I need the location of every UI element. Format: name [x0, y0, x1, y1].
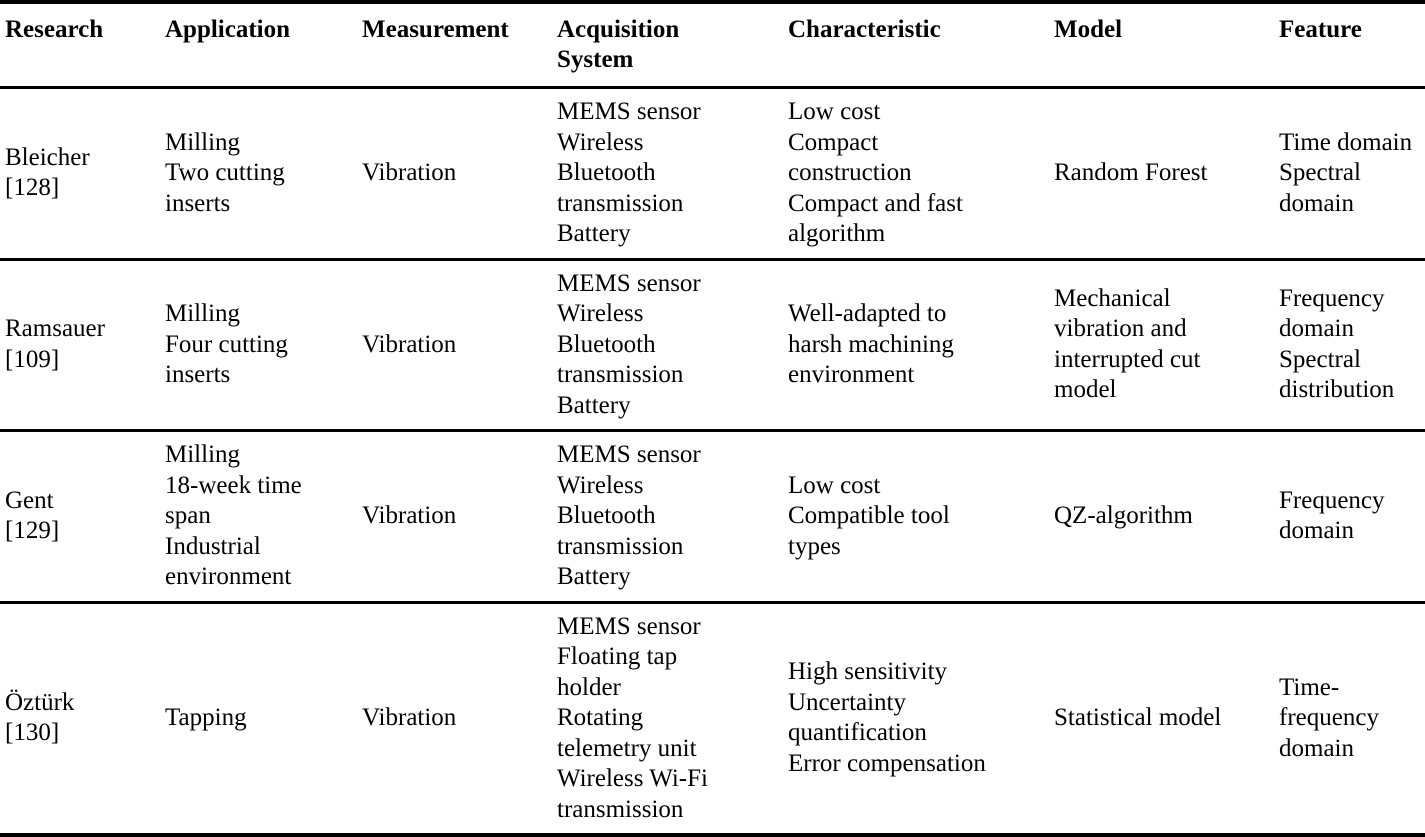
cell-research: Bleicher [128]: [0, 87, 160, 261]
cell-feature: Frequency domain Spectral distribution: [1276, 259, 1425, 432]
table-header: Research Application Measurement Acquisi…: [0, 0, 1425, 89]
column-header-acquisition-system-label: Acquisition System: [557, 16, 680, 73]
table-header-row: Research Application Measurement Acquisi…: [0, 0, 1425, 89]
column-header-application-label: Application: [165, 16, 291, 43]
cell-application: Milling Two cutting inserts: [160, 87, 357, 261]
cell-acquisition-system: MEMS sensor Wireless Bluetooth transmiss…: [554, 87, 784, 261]
cell-application: Tapping: [160, 602, 357, 837]
cell-feature: Time domain Spectral domain: [1276, 87, 1425, 261]
cell-measurement: Vibration: [357, 87, 554, 261]
cell-characteristic: Well-adapted to harsh machining environm…: [784, 259, 1050, 432]
column-header-model: Model: [1050, 0, 1276, 89]
cell-feature: Time- frequency domain: [1276, 602, 1425, 837]
cell-model: QZ-algorithm: [1050, 430, 1276, 604]
column-header-characteristic: Characteristic: [784, 0, 1050, 89]
column-header-model-label: Model: [1054, 16, 1123, 43]
cell-characteristic: High sensitivity Uncertainty quantificat…: [784, 602, 1050, 837]
cell-research: Gent [129]: [0, 430, 160, 604]
cell-acquisition-system: MEMS sensor Wireless Bluetooth transmiss…: [554, 430, 784, 604]
table-row: Öztürk [130] Tapping Vibration MEMS sens…: [0, 602, 1425, 837]
column-header-measurement-label: Measurement: [362, 16, 509, 43]
cell-feature: Frequency domain: [1276, 430, 1425, 604]
cell-measurement: Vibration: [357, 259, 554, 432]
cell-acquisition-system: MEMS sensor Wireless Bluetooth transmiss…: [554, 259, 784, 432]
table-row: Gent [129] Milling 18-week time span Ind…: [0, 430, 1425, 604]
column-header-feature-label: Feature: [1279, 16, 1362, 43]
cell-application: Milling Four cutting inserts: [160, 259, 357, 432]
cell-model: Random Forest: [1050, 87, 1276, 261]
cell-research: Öztürk [130]: [0, 602, 160, 837]
cell-acquisition-system: MEMS sensor Floating tap holder Rotating…: [554, 602, 784, 837]
cell-measurement: Vibration: [357, 430, 554, 604]
cell-model: Mechanical vibration and interrupted cut…: [1050, 259, 1276, 432]
column-header-characteristic-label: Characteristic: [788, 16, 941, 43]
column-header-research-label: Research: [5, 16, 104, 43]
column-header-acquisition-system: Acquisition System: [554, 0, 784, 89]
cell-measurement: Vibration: [357, 602, 554, 837]
cell-model: Statistical model: [1050, 602, 1276, 837]
column-header-feature: Feature: [1276, 0, 1425, 89]
column-header-measurement: Measurement: [357, 0, 554, 89]
table-row: Bleicher [128] Milling Two cutting inser…: [0, 87, 1425, 261]
column-header-application: Application: [160, 0, 357, 89]
table-body: Bleicher [128] Milling Two cutting inser…: [0, 87, 1425, 837]
cell-characteristic: Low cost Compatible tool types: [784, 430, 1050, 604]
column-header-research: Research: [0, 0, 160, 89]
cell-application: Milling 18-week time span Industrial env…: [160, 430, 357, 604]
cell-characteristic: Low cost Compact construction Compact an…: [784, 87, 1050, 261]
table-row: Ramsauer [109] Milling Four cutting inse…: [0, 259, 1425, 432]
cell-research: Ramsauer [109]: [0, 259, 160, 432]
